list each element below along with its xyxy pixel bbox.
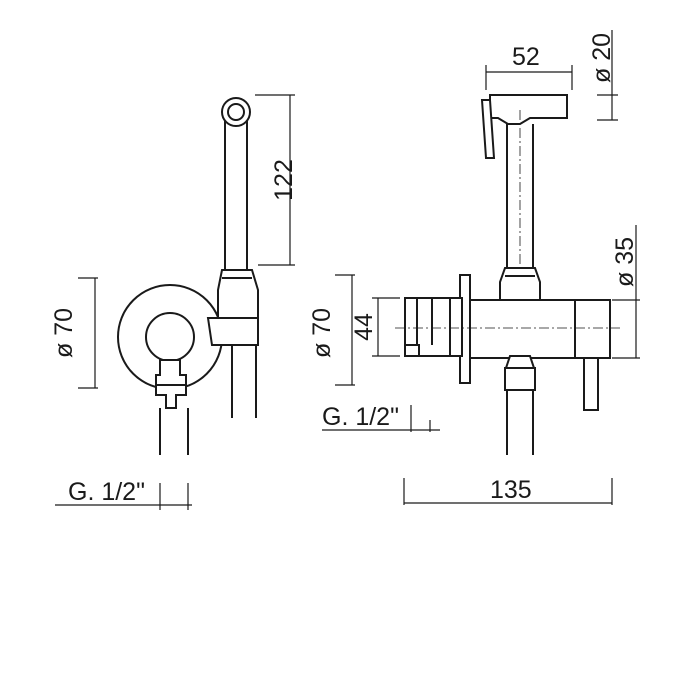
dim-label-52: 52 xyxy=(512,43,540,71)
dim-line-44 xyxy=(372,297,400,357)
dim-label-44: 44 xyxy=(350,313,378,341)
handshower-head xyxy=(489,94,568,125)
handshower-trigger xyxy=(480,99,496,159)
dim-line-122 xyxy=(255,94,295,266)
hose-nut xyxy=(504,367,536,391)
dim-line-35 xyxy=(612,225,640,359)
handshower-ring-outer xyxy=(221,97,251,127)
dim-line-135 xyxy=(403,478,613,505)
hose-left xyxy=(224,118,248,270)
supply-pipe-left xyxy=(159,408,189,455)
valve-body xyxy=(145,312,195,362)
dim-label-20: ø 20 xyxy=(588,33,616,83)
right-view: 52 ø 20 ø 35 ø 70 44 G. 1/2" 135 xyxy=(308,30,640,505)
handshower-ring-inner xyxy=(227,103,245,121)
holder-bracket xyxy=(206,317,259,346)
dim-line-g12-left xyxy=(55,483,192,510)
left-view: 122 ø 70 G. 1/2" xyxy=(50,94,298,510)
knob-detail xyxy=(416,298,433,345)
hose-connector-right xyxy=(499,267,541,301)
thread-label-left: G. 1/2" xyxy=(68,478,145,506)
dim-line-20 xyxy=(597,30,618,121)
dim-label-35: ø 35 xyxy=(611,237,639,287)
hose-right xyxy=(506,124,534,270)
dim-label-135: 135 xyxy=(490,476,532,504)
knob-notch xyxy=(404,344,420,357)
dim-line-70-left xyxy=(78,277,98,389)
flange-ring-right xyxy=(449,297,463,357)
hose-elbow xyxy=(504,355,536,369)
lever-right xyxy=(583,357,599,411)
thread-label-right: G. 1/2" xyxy=(322,403,399,431)
dim-label-70-right: ø 70 xyxy=(308,308,336,358)
dim-line-g12-right xyxy=(322,405,440,432)
dim-label-70-left: ø 70 xyxy=(50,308,78,358)
hose-down-left xyxy=(231,345,257,418)
dim-line-70-right xyxy=(335,274,355,386)
hose-down-right xyxy=(506,390,534,455)
valve-body-right xyxy=(469,299,611,359)
dim-label-122: 122 xyxy=(270,159,298,201)
dim-line-52 xyxy=(485,65,573,90)
